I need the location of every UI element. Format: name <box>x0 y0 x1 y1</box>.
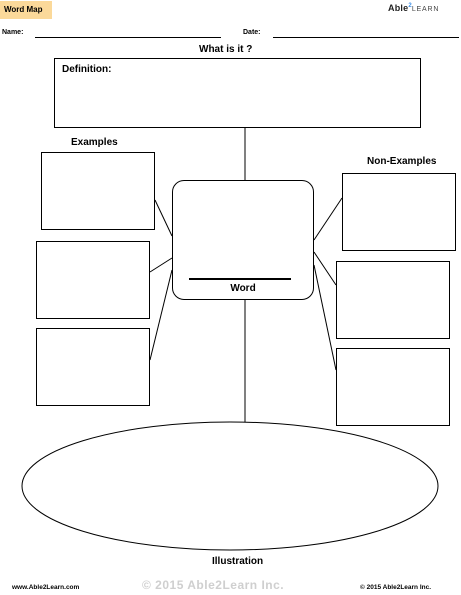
date-field[interactable] <box>273 37 459 38</box>
word-label: Word <box>230 283 256 294</box>
non-example-box-1[interactable] <box>342 173 456 251</box>
non-examples-heading: Non-Examples <box>367 156 437 167</box>
example-box-3[interactable] <box>36 328 150 406</box>
what-is-it-heading: What is it ? <box>199 44 253 55</box>
illustration-oval[interactable] <box>21 421 439 551</box>
name-field[interactable] <box>35 37 221 38</box>
worksheet-title-tag: Word Map <box>0 1 52 19</box>
definition-label: Definition: <box>62 64 112 75</box>
example-box-1[interactable] <box>41 152 155 230</box>
example-box-2[interactable] <box>36 241 150 319</box>
logo-sub-text: LEARN <box>411 6 440 13</box>
footer-watermark: © 2015 Able2Learn Inc. <box>142 578 285 592</box>
illustration-label: Illustration <box>212 556 264 567</box>
logo-sup-text: 2 <box>408 3 412 9</box>
name-label: Name: <box>2 29 24 36</box>
footer-website: www.Able2Learn.com <box>12 584 80 591</box>
non-example-box-3[interactable] <box>336 348 450 426</box>
non-example-box-2[interactable] <box>336 261 450 339</box>
date-label: Date: <box>243 29 261 36</box>
word-box[interactable]: Word <box>172 180 314 300</box>
footer-copyright: © 2015 Able2Learn Inc. <box>360 584 432 591</box>
logo-main-text: Able <box>388 3 409 13</box>
definition-box[interactable]: Definition: <box>54 58 421 128</box>
examples-heading: Examples <box>71 137 118 148</box>
able2learn-logo: Able2LEARN <box>388 3 439 13</box>
